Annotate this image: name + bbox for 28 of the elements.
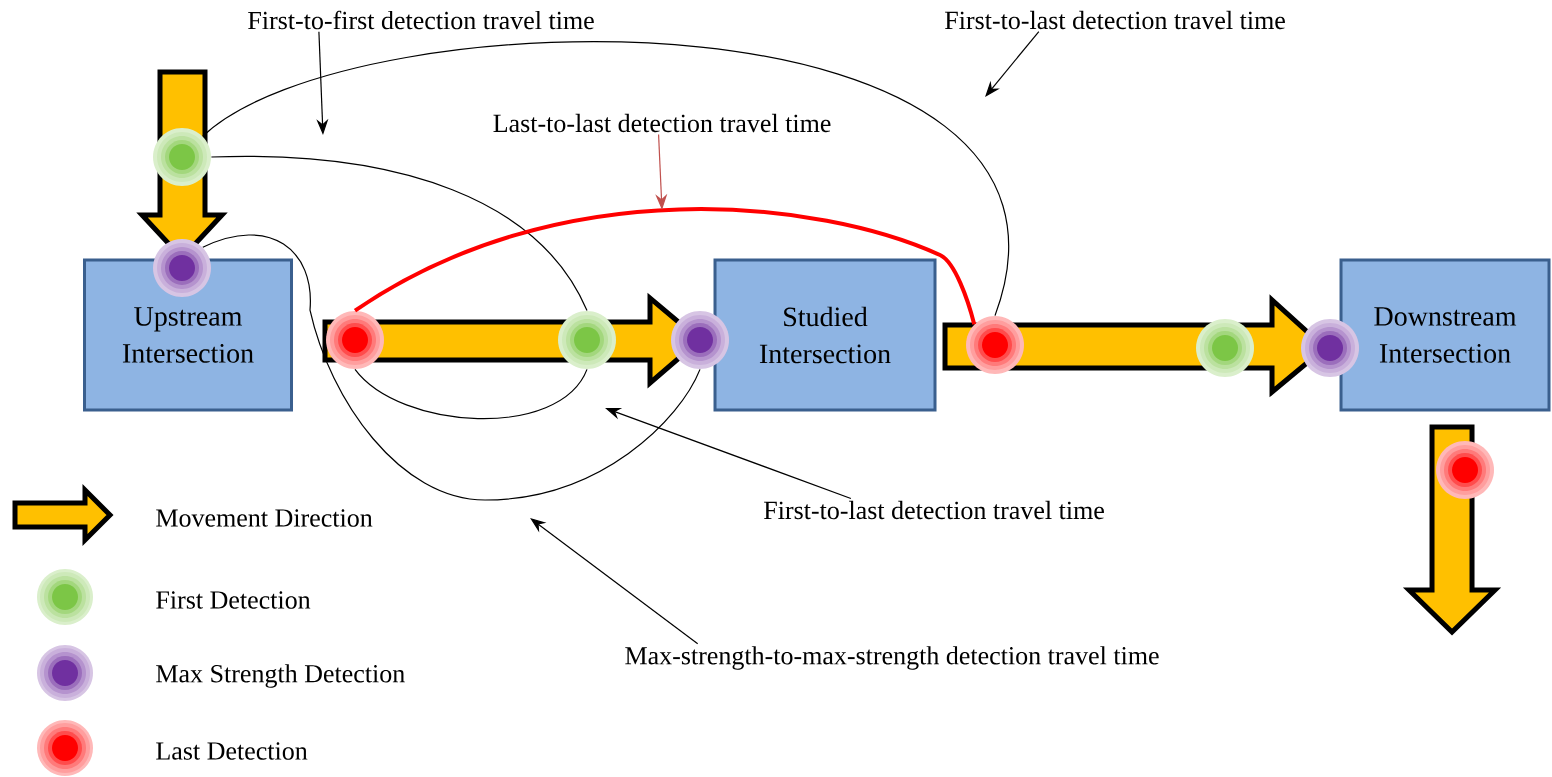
travel-time-curve [353,207,977,325]
annotation-text: First-to-last detection travel time [764,500,1104,520]
legend-label: Movement Direction [156,509,373,527]
annotation-text: Last-to-last detection travel time [493,113,831,133]
detection-dot [558,311,616,369]
detection-dot [1196,319,1254,377]
detection-dot [153,239,211,297]
detection-dot [326,311,384,369]
annotation-text: Max-strength-to-max-strength detection travel time [625,646,1159,670]
travel-time-curve [354,368,588,420]
travel-time-curve [210,155,588,312]
legend-label: Last Detection [156,742,308,760]
travel-time-curve [202,234,701,501]
detection-dot [671,311,729,369]
annotation-text: First-to-last detection travel time [945,10,1285,30]
detection-dot [1301,319,1359,377]
intersection-box: Studied Intersection [713,258,937,412]
leader-arrow [985,30,1040,97]
detection-dot [153,128,211,186]
travel-time-curve [202,41,1010,317]
detection-dot [1436,441,1494,499]
legend-label: Max Strength Detection [156,664,405,688]
annotation-text: First-to-first detection travel time [248,10,594,30]
legend-label: First Detection [156,591,311,609]
detection-dot [966,316,1024,374]
intersection-box: Upstream Intersection [83,258,293,412]
intersection-box: Downstream Intersection [1339,258,1551,412]
leader-arrow [530,518,699,645]
